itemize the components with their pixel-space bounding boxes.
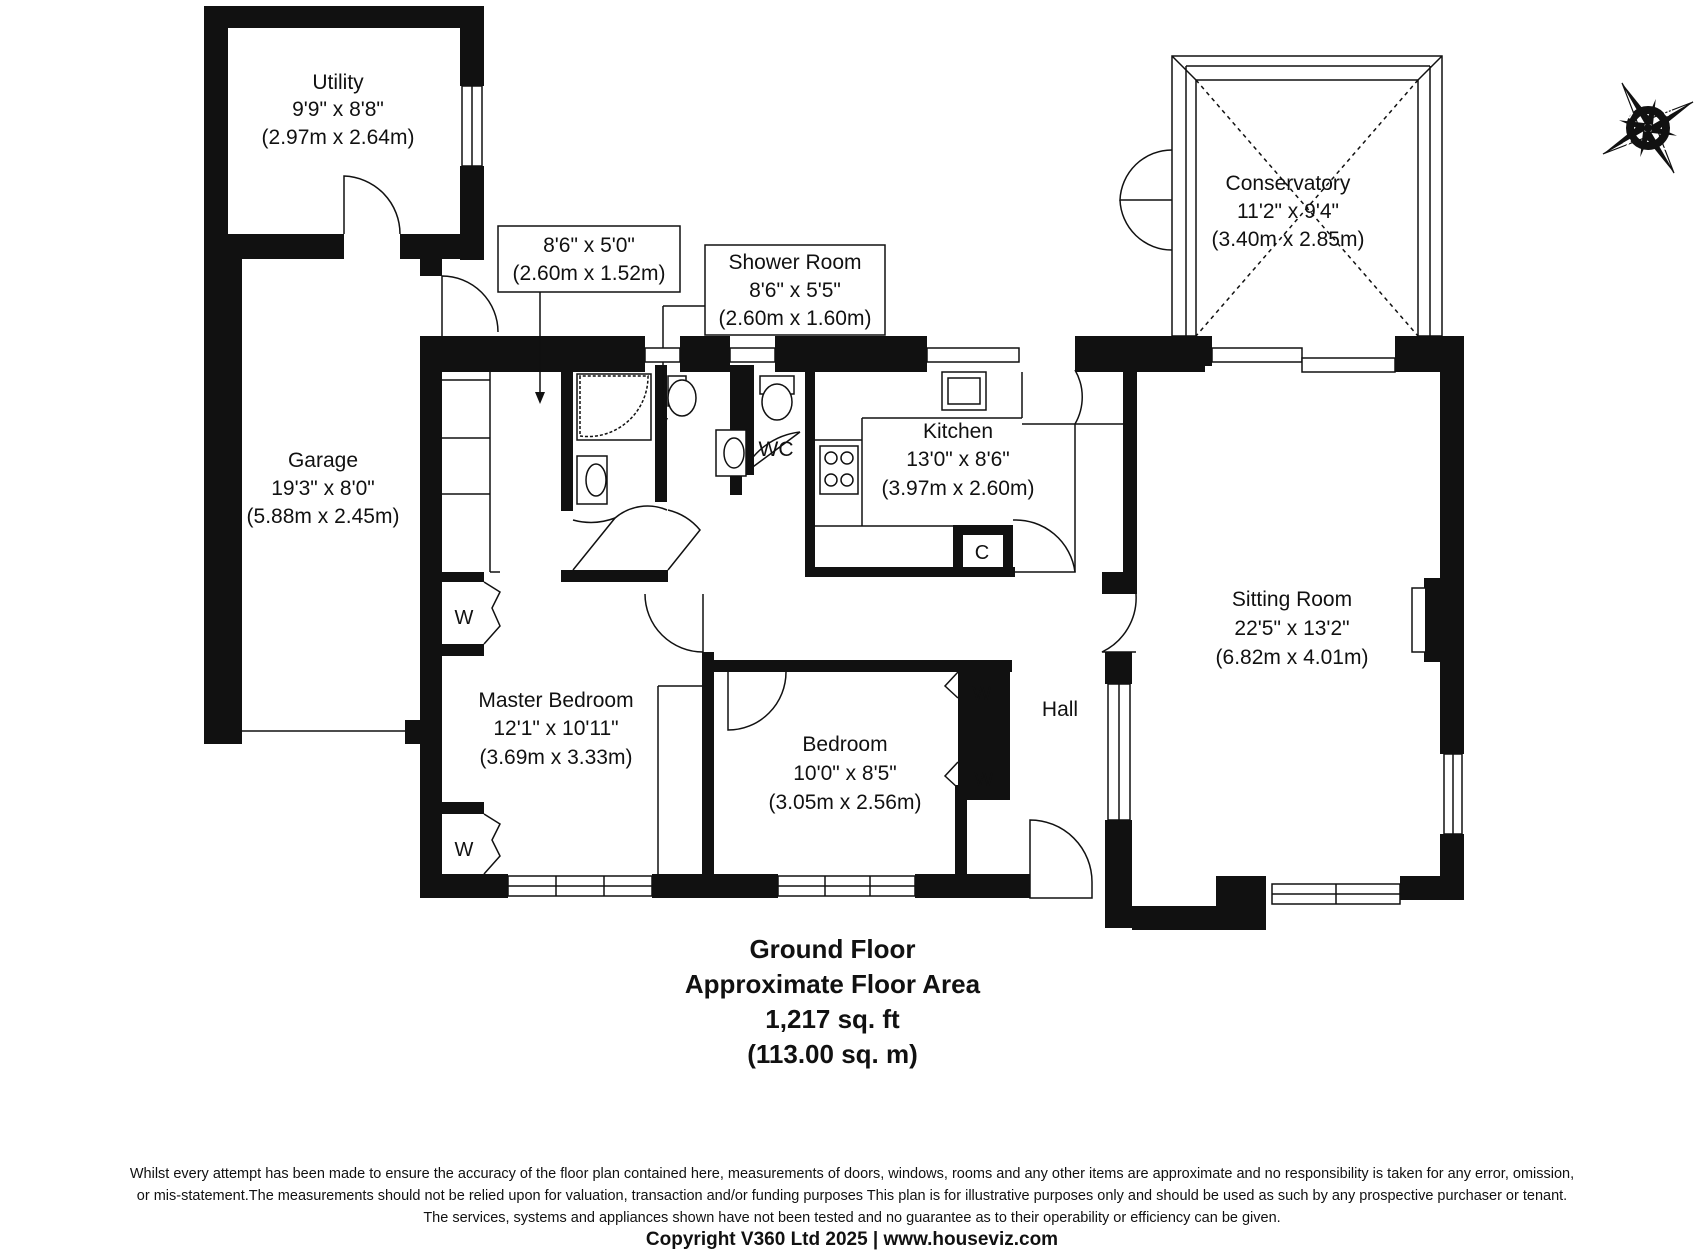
bedroom-metric: (3.05m x 2.56m): [769, 791, 922, 814]
wardrobe-marker: W: [455, 839, 474, 861]
master-bedroom-name: Master Bedroom: [478, 689, 633, 712]
windows: [461, 85, 1463, 905]
sitting-room-name: Sitting Room: [1232, 588, 1352, 611]
kitchen-imperial: 13'0" x 8'6": [906, 448, 1010, 471]
floor-title: Ground Floor: [749, 934, 916, 964]
walls: [204, 6, 1464, 930]
white-patches: [1415, 588, 1425, 652]
kitchen-metric: (3.97m x 2.60m): [882, 477, 1035, 500]
sitting-room-imperial: 22'5" x 13'2": [1234, 617, 1349, 640]
garage-imperial: 19'3" x 8'0": [271, 477, 375, 500]
area-sqft: 1,217 sq. ft: [765, 1004, 900, 1034]
conservatory-frame: [1171, 55, 1443, 337]
hall-name: Hall: [1042, 698, 1078, 721]
shower-room-imperial: 8'6" x 5'5": [749, 279, 841, 302]
utility-name: Utility: [312, 71, 364, 94]
master-bedroom-metric: (3.69m x 3.33m): [480, 746, 633, 769]
wc-name: WC: [759, 438, 794, 461]
wardrobe-marker: W: [455, 607, 474, 629]
utility-metric: (2.97m x 2.64m): [262, 126, 415, 149]
conservatory-metric: (3.40m x 2.85m): [1212, 228, 1365, 251]
master-bedroom-imperial: 12'1" x 10'11": [493, 717, 618, 740]
utility-imperial: 9'9" x 8'8": [292, 98, 384, 121]
ensuite-metric: (2.60m x 1.52m): [513, 262, 666, 285]
bedroom-imperial: 10'0" x 8'5": [793, 762, 897, 785]
shower-room-name: Shower Room: [728, 251, 861, 274]
cupboard-marker: C: [975, 542, 989, 564]
kitchen-name: Kitchen: [923, 420, 993, 443]
garage-name: Garage: [288, 449, 358, 472]
door-swings: [343, 149, 1173, 899]
wardrobe-marker: W: [973, 683, 992, 705]
garage-metric: (5.88m x 2.45m): [247, 505, 400, 528]
compass-rose: E S W N: [1602, 82, 1694, 174]
shower-room-metric: (2.60m x 1.60m): [719, 307, 872, 330]
thin-lines: [242, 225, 1123, 874]
sitting-room-metric: (6.82m x 4.01m): [1216, 646, 1369, 669]
disclaimer-line: The services, systems and appliances sho…: [423, 1210, 1281, 1226]
ensuite-imperial: 8'6" x 5'0": [543, 234, 635, 257]
leader-arrows: [535, 392, 668, 430]
copyright: Copyright V360 Ltd 2025 | www.houseviz.c…: [645, 1229, 1059, 1250]
conservatory-imperial: 11'2" x 9'4": [1237, 200, 1339, 223]
wardrobe-marker: W: [975, 769, 994, 791]
floor-area-summary: Ground Floor Approximate Floor Area 1,21…: [0, 932, 1665, 1072]
disclaimer: Whilst every attempt has been made to en…: [0, 1163, 1704, 1229]
disclaimer-line: Whilst every attempt has been made to en…: [129, 1166, 1575, 1182]
area-sqm: (113.00 sq. m): [747, 1039, 918, 1069]
fixtures: [576, 371, 987, 505]
disclaimer-line: or mis-statement.The measurements should…: [136, 1188, 1568, 1204]
bedroom-name: Bedroom: [802, 733, 887, 756]
area-label: Approximate Floor Area: [684, 969, 981, 999]
conservatory-name: Conservatory: [1226, 172, 1351, 195]
